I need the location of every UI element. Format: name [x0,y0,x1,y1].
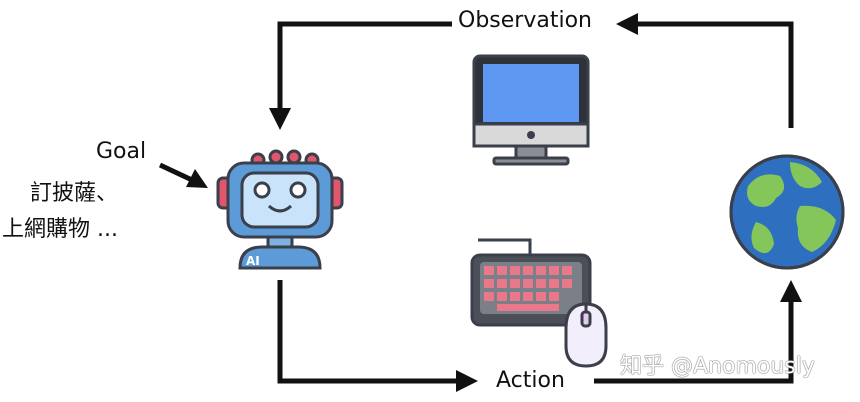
action-label: Action [496,368,565,393]
goal-label: Goal [96,139,147,164]
observation-label: Observation [458,8,592,33]
action-arrow-head-right [456,370,478,392]
observation-arrow-left-segment [277,21,452,112]
robot-chest-text: AI [246,254,260,268]
monitor-icon [472,54,590,166]
observation-arrow-right-segment [634,21,794,128]
action-arrow-right-segment [594,298,794,384]
goal-example-line2: 上網購物 ... [2,217,118,242]
goal-example-line1: 訂披薩、 [30,181,119,206]
action-arrow-head-up [780,280,802,302]
goal-arrow-head [186,169,208,188]
globe-icon [729,154,845,270]
keyboard-icon [470,238,592,327]
arrows [158,13,802,392]
observation-arrow-head-left [616,13,638,35]
goal-arrow-line [158,162,194,183]
observation-arrow-head-down [269,108,291,130]
mouse-icon [564,302,608,368]
robot-icon: AI [216,149,344,270]
action-arrow-left-segment [277,280,458,384]
watermark: 知乎 @Anomously [620,354,815,379]
